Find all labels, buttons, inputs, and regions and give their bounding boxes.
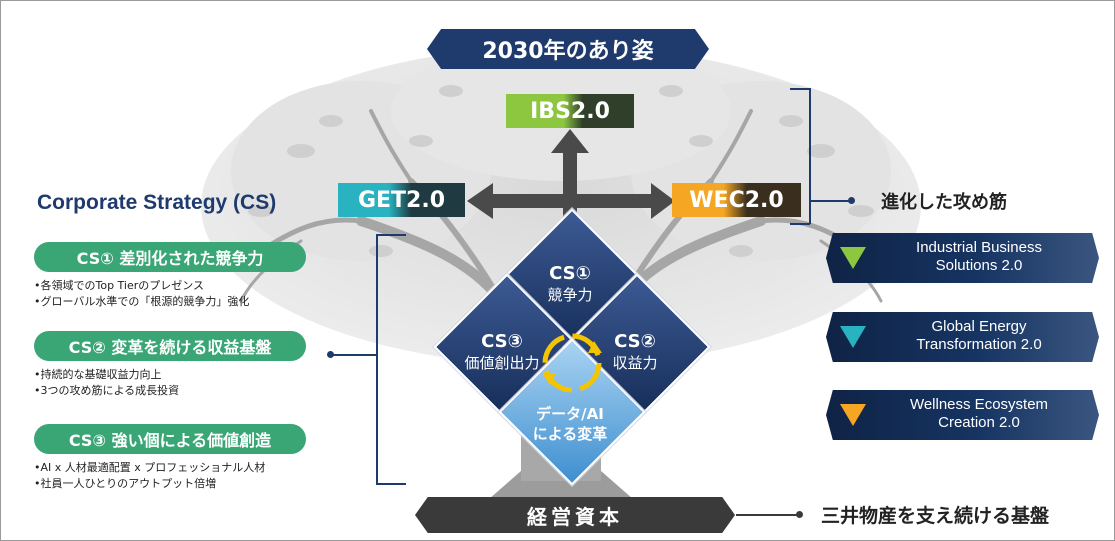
vision-card-line: Transformation 2.0 xyxy=(916,336,1042,353)
cs-bracket-dot xyxy=(327,351,334,358)
wec-box: WEC2.0 xyxy=(672,183,801,217)
cs-bracket-bottom xyxy=(376,483,406,485)
vision-card-line: Global Energy xyxy=(931,318,1027,335)
get-box: GET2.0 xyxy=(338,183,465,217)
cs-bracket-vertical xyxy=(376,234,378,484)
vision-card-line: Wellness Ecosystem xyxy=(909,396,1049,413)
cs1-diamond-text: CS① 競争力 xyxy=(530,263,610,305)
cs3-bullet: •AI x 人材最適配置 x プロフェッショナル人材 xyxy=(34,461,266,474)
cs-bracket-top xyxy=(376,234,406,236)
cs2-bullet: •持続的な基礎収益力向上 xyxy=(34,368,162,381)
cs1-pill: CS① 差別化された競争力 xyxy=(34,242,306,272)
vision-card-get: Global Energy Transformation 2.0 xyxy=(826,312,1099,362)
cs-bracket-connector xyxy=(331,354,377,356)
cs3-diamond-text: CS③ 価値創出力 xyxy=(457,331,547,373)
cs2-diamond-text: CS② 収益力 xyxy=(595,331,675,373)
cs-title: Corporate Strategy (CS) xyxy=(37,191,277,214)
wec-label: WEC2.0 xyxy=(689,187,784,213)
cs3-diamond-sub: 価値創出力 xyxy=(464,354,540,372)
vision-card-wec: Wellness Ecosystem Creation 2.0 xyxy=(826,390,1099,440)
vision-title-banner: 2030年のあり姿 xyxy=(427,29,709,69)
cs1-diamond-sub: 競争力 xyxy=(547,286,593,304)
vision-card-line: Industrial Business xyxy=(916,239,1042,256)
vision-title: 2030年のあり姿 xyxy=(482,39,654,64)
cs2-bullet: •3つの攻め筋による成長投資 xyxy=(34,384,180,397)
data-ai-line2: による変革 xyxy=(532,425,608,443)
vision-card-text: Wellness Ecosystem Creation 2.0 xyxy=(871,396,1087,432)
capital-banner: 経営資本 xyxy=(415,497,735,533)
cs1-diamond-title: CS① xyxy=(549,263,591,284)
cs3-bullet: •社員一人ひとりのアウトプット倍増 xyxy=(34,477,217,490)
vision-card-line: Solutions 2.0 xyxy=(935,257,1023,274)
cs3-pill: CS③ 強い個による価値創造 xyxy=(34,424,306,454)
bracket-vertical xyxy=(809,88,811,224)
capital-dot xyxy=(796,511,803,518)
cs2-diamond-title: CS② xyxy=(614,331,656,352)
cs2-label: CS② 変革を続ける収益基盤 xyxy=(68,338,272,357)
attack-label: 進化した攻め筋 xyxy=(881,192,1007,213)
cs2-diamond-sub: 収益力 xyxy=(612,354,658,372)
capital-label: 経営資本 xyxy=(527,504,623,529)
capital-connector xyxy=(736,514,798,516)
bracket-bottom xyxy=(790,223,810,225)
cs1-bullet: •各領域でのTop Tierのプレゼンス xyxy=(34,279,205,292)
vision-card-text: Industrial Business Solutions 2.0 xyxy=(871,239,1087,275)
cs1-label: CS① 差別化された競争力 xyxy=(76,249,264,268)
vision-card-text: Global Energy Transformation 2.0 xyxy=(871,318,1087,354)
cs3-label: CS③ 強い個による価値創造 xyxy=(68,431,272,450)
cycle-arrows-icon xyxy=(542,333,602,393)
teal-triangle-icon xyxy=(840,326,866,348)
orange-triangle-icon xyxy=(840,404,866,426)
green-triangle-icon xyxy=(840,247,866,269)
foundation-label: 三井物産を支え続ける基盤 xyxy=(821,505,1050,527)
bracket-dot xyxy=(848,197,855,204)
cs2-pill: CS② 変革を続ける収益基盤 xyxy=(34,331,306,361)
get-label: GET2.0 xyxy=(357,187,446,213)
vision-card-ibs: Industrial Business Solutions 2.0 xyxy=(826,233,1099,283)
bracket-connector xyxy=(810,200,850,202)
cs3-diamond-title: CS③ xyxy=(481,331,523,352)
ibs-box: IBS2.0 xyxy=(506,94,634,128)
data-ai-diamond-text: データ/AI による変革 xyxy=(515,404,625,444)
data-ai-line1: データ/AI xyxy=(536,405,604,423)
cs1-bullet: •グローバル水準での「根源的競争力」強化 xyxy=(34,295,250,308)
bracket-top xyxy=(790,88,810,90)
ibs-label: IBS2.0 xyxy=(530,98,610,124)
vision-card-line: Creation 2.0 xyxy=(938,414,1020,431)
